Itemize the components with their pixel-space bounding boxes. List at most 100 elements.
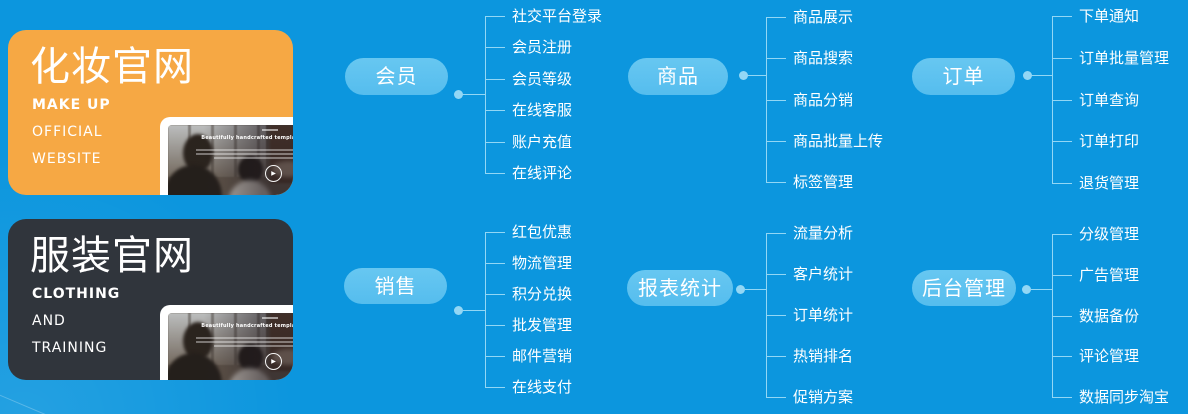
branch-item: 分级管理 <box>1079 225 1140 243</box>
card-subtitle-line: OFFICIAL <box>32 124 103 140</box>
branch-item: 流量分析 <box>793 224 854 242</box>
branch-item: 客户统计 <box>793 265 854 283</box>
connector-tick <box>766 233 786 234</box>
connector-line <box>747 75 766 76</box>
connector-trunk <box>485 232 486 387</box>
photo-overlay <box>168 125 293 195</box>
connector-tick <box>485 16 505 17</box>
connector-tick <box>766 141 786 142</box>
connector-line <box>1031 289 1052 290</box>
branch-item: 积分兑换 <box>512 285 573 303</box>
play-icon: ▶ <box>265 353 282 370</box>
card-subtitle-line: TRAINING <box>32 340 108 356</box>
connector-tick <box>766 315 786 316</box>
connector-tick <box>766 17 786 18</box>
connector-tick <box>1052 275 1072 276</box>
play-icon: ▶ <box>265 165 282 182</box>
connector-tick <box>1052 356 1072 357</box>
connector-tick <box>485 325 505 326</box>
branch-item: 会员注册 <box>512 38 573 56</box>
branch-item: 批发管理 <box>512 316 573 334</box>
connector-tick <box>485 173 505 174</box>
branch-item: 在线评论 <box>512 164 573 182</box>
branch-item: 订单批量管理 <box>1079 49 1170 67</box>
background-streak <box>0 382 182 414</box>
connector-tick <box>485 387 505 388</box>
mockup-caption: Beautifully handcrafted templates for y <box>201 323 293 329</box>
connector-tick <box>485 110 505 111</box>
background-streak <box>0 396 125 414</box>
connector-dot <box>736 285 745 294</box>
branch-item: 商品搜索 <box>793 49 854 67</box>
connector-line <box>462 94 485 95</box>
branch-item: 商品分销 <box>793 91 854 109</box>
branch-item: 广告管理 <box>1079 266 1140 284</box>
branch-item: 商品展示 <box>793 8 854 26</box>
connector-dot <box>1023 71 1032 80</box>
photo-text-line <box>214 157 293 159</box>
branch-node-member: 会员 <box>345 58 448 95</box>
photo-nav-bar <box>261 129 278 131</box>
connector-tick <box>485 356 505 357</box>
connector-dot <box>454 90 463 99</box>
branch-item: 退货管理 <box>1079 174 1140 192</box>
connector-trunk <box>485 16 486 173</box>
photo-text-line <box>196 337 293 339</box>
connector-tick <box>485 294 505 295</box>
branch-item: 物流管理 <box>512 254 573 272</box>
branch-item: 在线客服 <box>512 101 573 119</box>
website-mockup: Beautifully handcrafted templates for y … <box>160 117 293 195</box>
connector-tick <box>1052 316 1072 317</box>
branch-item: 商品批量上传 <box>793 132 884 150</box>
photo-nav-bar <box>261 317 278 319</box>
branch-item: 社交平台登录 <box>512 7 603 25</box>
connector-tick <box>1052 234 1072 235</box>
mockup-caption: Beautifully handcrafted templates for y <box>201 135 293 141</box>
connector-tick <box>1052 183 1072 184</box>
branch-item: 订单打印 <box>1079 132 1140 150</box>
connector-trunk <box>1052 234 1053 397</box>
connector-dot <box>739 71 748 80</box>
connector-line <box>745 289 766 290</box>
website-mockup: Beautifully handcrafted templates for y … <box>160 305 293 380</box>
branch-item: 数据同步淘宝 <box>1079 388 1170 406</box>
branch-item: 在线支付 <box>512 378 573 396</box>
connector-tick <box>485 142 505 143</box>
card-subtitle-line: AND <box>32 313 66 329</box>
connector-tick <box>766 58 786 59</box>
connector-tick <box>766 182 786 183</box>
branch-node-order: 订单 <box>912 58 1015 95</box>
connector-dot <box>1022 285 1031 294</box>
branch-item: 标签管理 <box>793 173 854 191</box>
connector-tick <box>1052 58 1072 59</box>
branch-node-report: 报表统计 <box>627 270 733 306</box>
connector-tick <box>485 263 505 264</box>
branch-node-admin: 后台管理 <box>912 270 1016 306</box>
connector-dot <box>454 306 463 315</box>
photo-text-line <box>196 149 293 151</box>
connector-trunk <box>1052 16 1053 183</box>
connector-tick <box>1052 100 1072 101</box>
branch-item: 账户充值 <box>512 133 573 151</box>
card-subtitle-line: CLOTHING <box>32 286 121 302</box>
connector-tick <box>766 100 786 101</box>
branch-item: 红包优惠 <box>512 223 573 241</box>
connector-tick <box>766 356 786 357</box>
branch-item: 邮件营销 <box>512 347 573 365</box>
branch-item: 热销排名 <box>793 347 854 365</box>
branch-item: 促销方案 <box>793 388 854 406</box>
connector-tick <box>485 47 505 48</box>
photo-text-line <box>196 341 293 343</box>
mockup-photo: Beautifully handcrafted templates for y … <box>168 125 293 195</box>
mockup-photo: Beautifully handcrafted templates for y … <box>168 313 293 380</box>
branch-node-product: 商品 <box>628 58 728 95</box>
connector-tick <box>766 274 786 275</box>
connector-trunk <box>766 17 767 182</box>
card-title: 化妆官网 <box>30 44 194 90</box>
branch-item: 数据备份 <box>1079 307 1140 325</box>
branch-item: 订单统计 <box>793 306 854 324</box>
connector-tick <box>485 79 505 80</box>
card-subtitle: CLOTHING AND TRAINING <box>32 281 120 362</box>
card-makeup-website: 化妆官网 MAKE UP OFFICIAL WEBSITE Beautifull… <box>8 30 293 195</box>
